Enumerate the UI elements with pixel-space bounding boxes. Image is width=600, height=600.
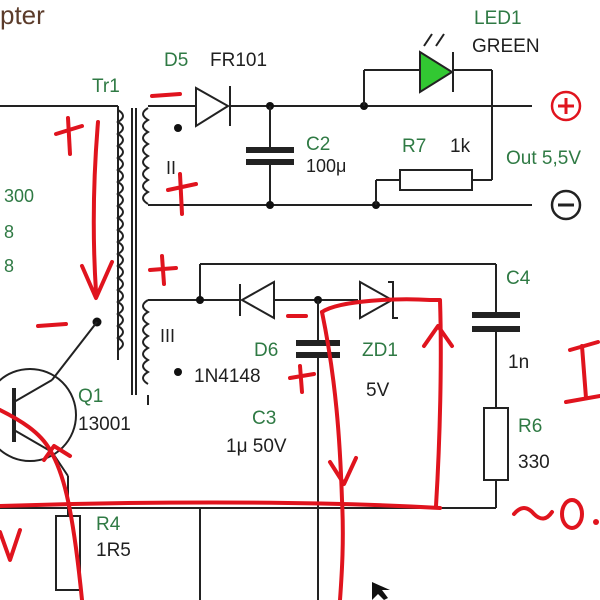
plus-mark-1: [54, 116, 84, 156]
transistor-q1-icon: [0, 368, 77, 462]
diode-d5-icon: [195, 86, 230, 128]
resistor-r6-icon: [483, 407, 509, 481]
q1-ref: Q1: [78, 386, 103, 407]
plus-mark-2: [166, 172, 198, 216]
transformer-tr1: Tr1 II III: [0, 76, 182, 395]
d5-part: FR101: [210, 50, 267, 71]
line-down-middle: [320, 310, 345, 600]
c2-value: 100μ: [306, 156, 346, 176]
aux-section: D6 1N4148 ZD1 5V C3 1μ 50V C4 1n R6 330: [0, 263, 550, 600]
c4-value: 1n: [508, 352, 529, 373]
c2-ref: C2: [306, 134, 330, 155]
r6-ref: R6: [518, 416, 542, 437]
left-value-3: 8: [4, 256, 14, 276]
q1-part: 13001: [78, 414, 131, 435]
arrow-down-1: [80, 120, 114, 300]
output-section: D5 FR101 LED1 GREEN C2 100μ R7 1k Out 5,…: [148, 8, 581, 221]
title-fragment: pter: [0, 0, 45, 30]
led-icon: [419, 50, 454, 94]
tilde-mark: [512, 506, 554, 521]
capacitor-c2-plate-bottom: [246, 159, 294, 165]
d6-part: 1N4148: [194, 366, 261, 387]
q1-section: Q1 13001 R4 1R5: [0, 321, 131, 591]
plus-mark-4: [288, 364, 316, 394]
resistor-r7-icon: [399, 169, 473, 191]
r7-value: 1k: [450, 136, 471, 157]
capacitor-c2-plate-top: [246, 147, 294, 153]
arrow-down-2: [328, 456, 358, 486]
v-mark: [0, 528, 22, 562]
r4-value: 1R5: [96, 540, 131, 561]
led1-ref: LED1: [474, 8, 522, 29]
minus-mark-1: [150, 92, 182, 98]
c4-ref: C4: [506, 268, 531, 289]
zd1-value: 5V: [366, 380, 390, 401]
d5-ref: D5: [164, 50, 188, 71]
arrow-up: [422, 324, 454, 348]
capacitor-c4-plate-top: [472, 312, 520, 318]
left-value-1: 300: [4, 186, 34, 206]
capacitor-c4-plate-bottom: [472, 326, 520, 332]
zero-mark: [560, 498, 584, 530]
r7-ref: R7: [402, 136, 426, 157]
left-value-2: 8: [4, 222, 14, 242]
output-label: Out 5,5V: [506, 148, 581, 169]
letter-i-mark: [564, 340, 600, 404]
capacitor-c3-plate-bottom: [296, 352, 340, 358]
led1-color: GREEN: [472, 36, 540, 57]
red-annotations: [0, 92, 600, 600]
arrow-left-up: [42, 444, 72, 462]
winding-iii-label: III: [160, 326, 175, 346]
zd1-ref: ZD1: [362, 340, 398, 361]
minus-mark-2: [36, 322, 68, 328]
line-bottom: [0, 500, 442, 510]
plus-mark-3: [148, 254, 178, 286]
diode-d6-icon: [239, 280, 275, 320]
line-left: [0, 408, 84, 600]
c3-ref: C3: [252, 408, 276, 429]
c3-value: 1μ 50V: [226, 436, 287, 457]
d6-ref: D6: [254, 340, 278, 361]
capacitor-c3-plate-top: [296, 340, 340, 346]
mouse-cursor-icon: [372, 582, 390, 600]
loop-right: [320, 297, 443, 508]
r6-value: 330: [518, 452, 550, 473]
winding-ii-label: II: [166, 158, 176, 178]
r4-ref: R4: [96, 514, 121, 535]
tr1-label: Tr1: [92, 76, 120, 97]
